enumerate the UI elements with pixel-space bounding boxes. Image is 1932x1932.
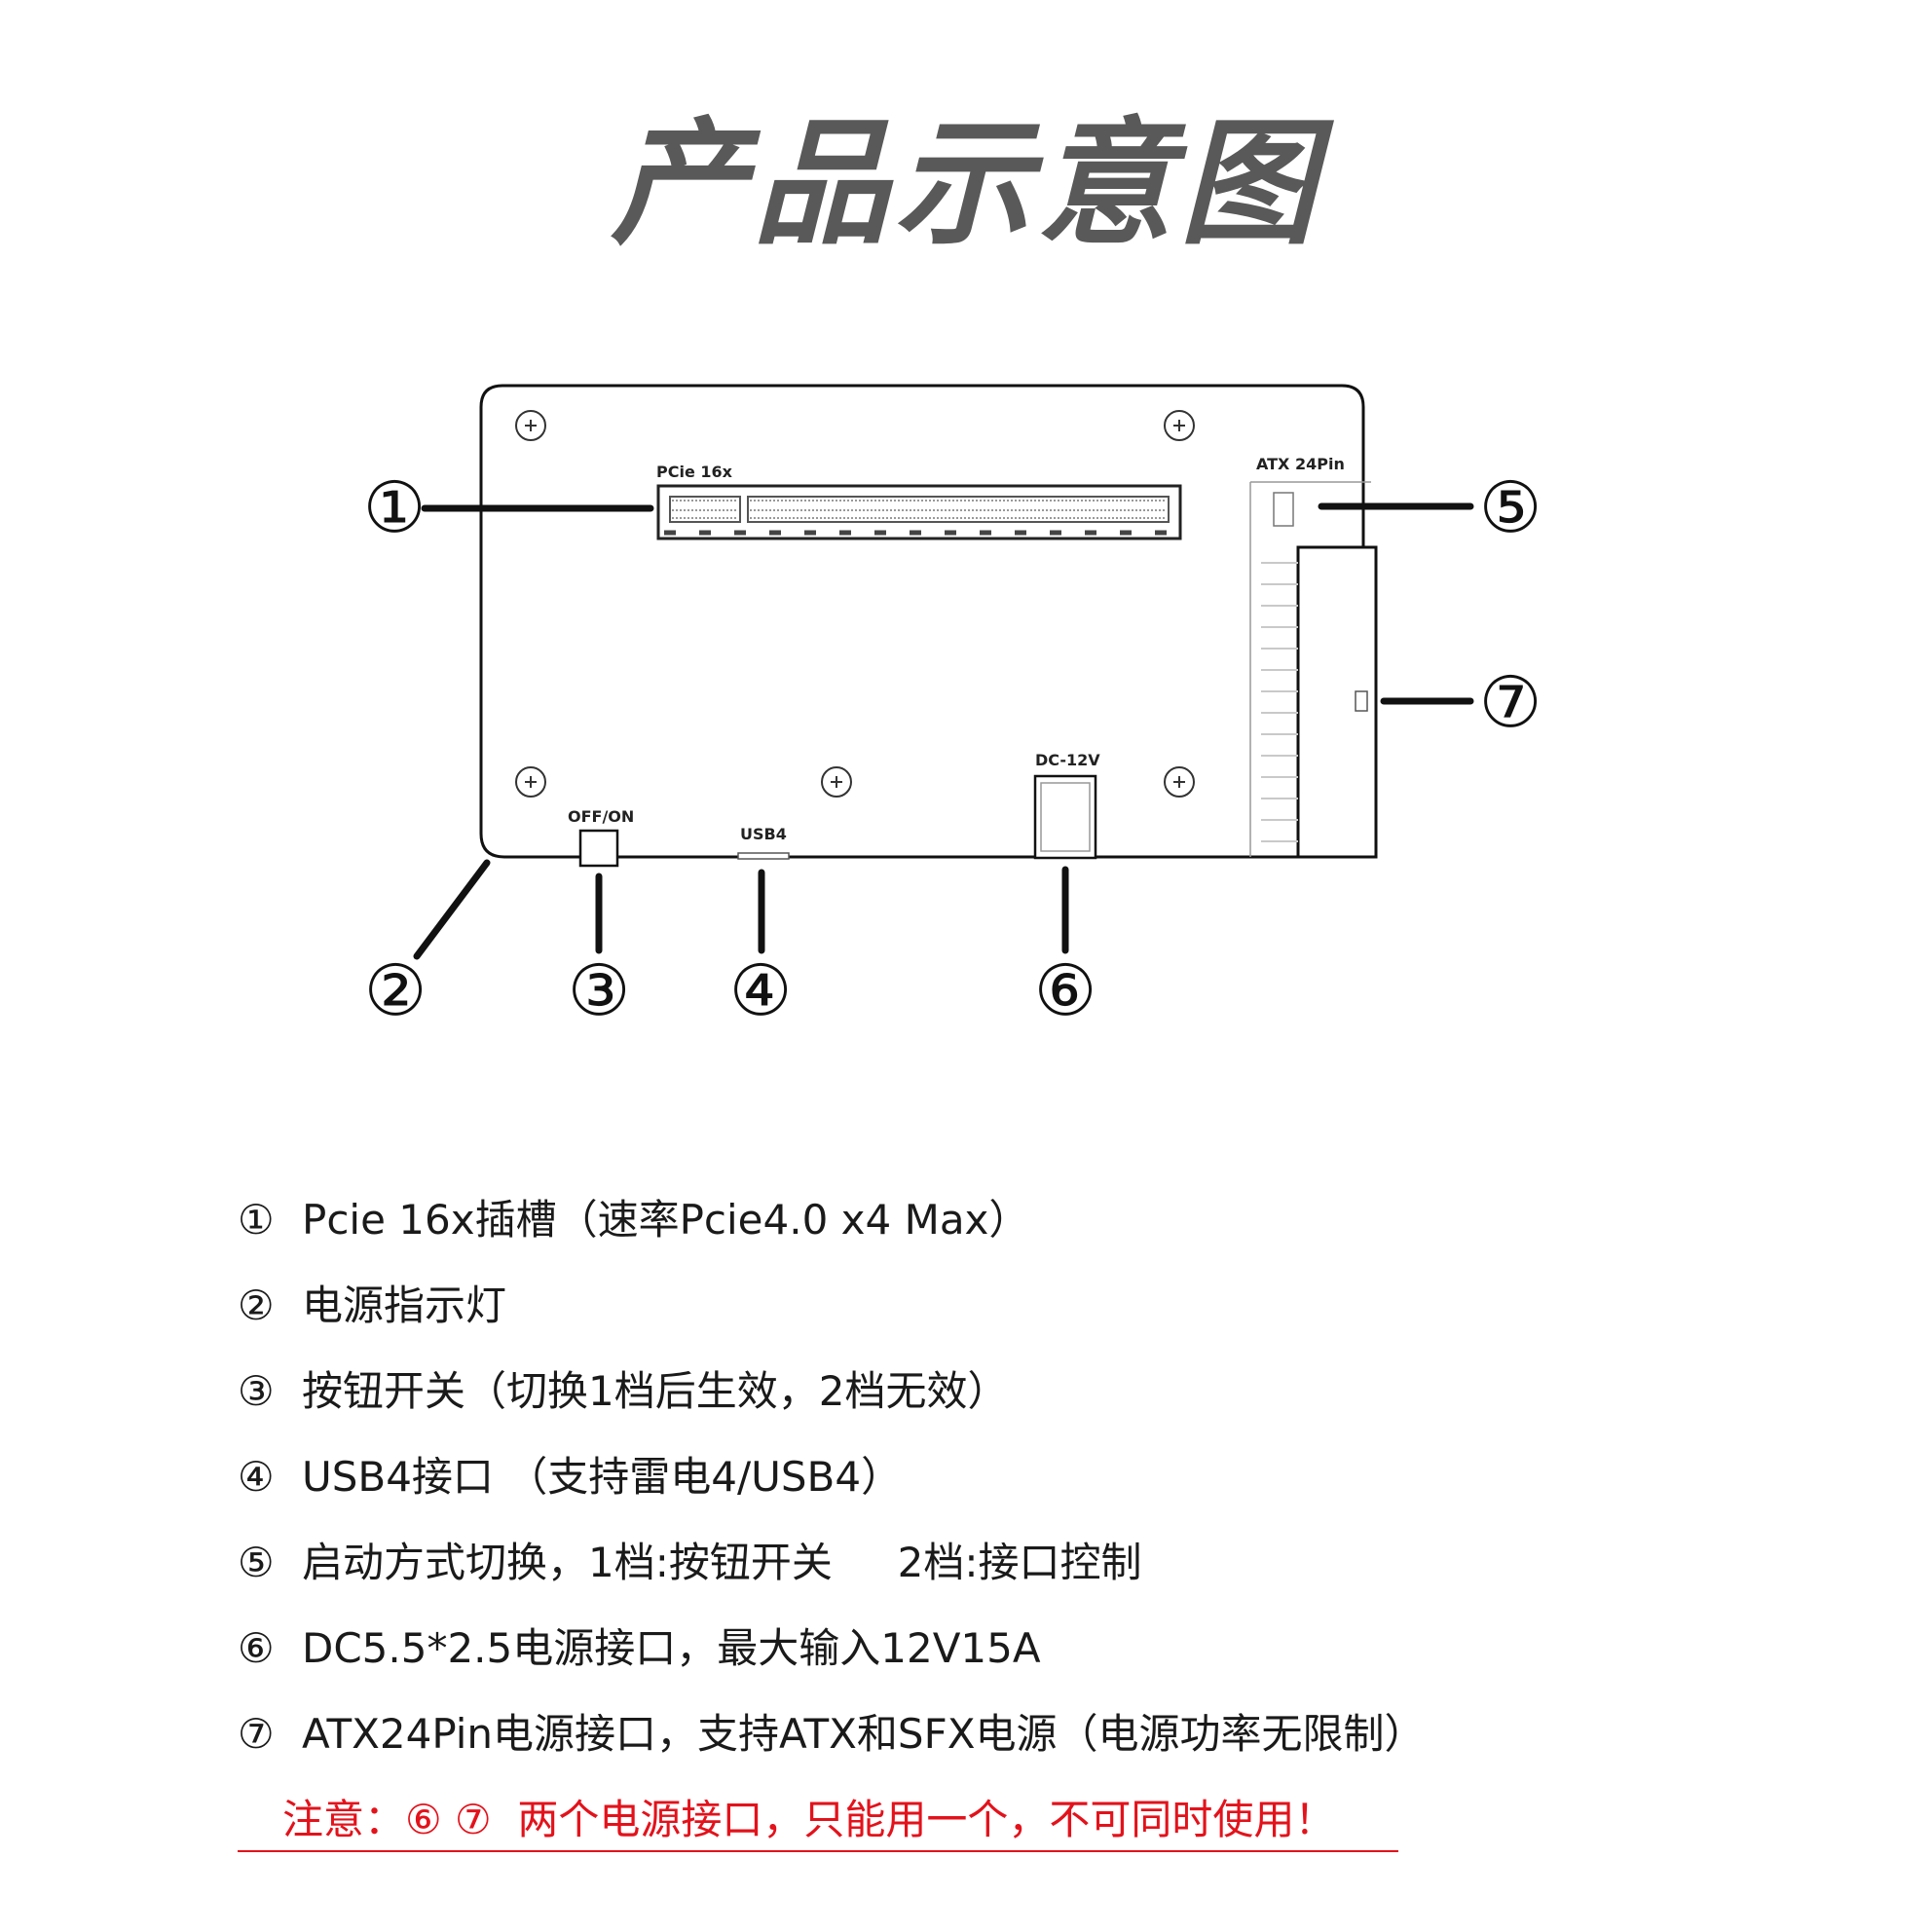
callout-5: ⑤: [1479, 466, 1542, 548]
legend-text: USB4接口 （支持雷电4/USB4）: [302, 1453, 903, 1501]
legend-item-2: ② 电源指示灯: [238, 1285, 506, 1326]
boot-mode-switch: [1273, 492, 1294, 527]
screw-hole-bottom-mid: [821, 766, 852, 798]
dc-jack: [1033, 774, 1097, 860]
power-button: [578, 829, 619, 868]
legend-text: Pcie 16x插槽（速率Pcie4.0 x4 Max）: [302, 1196, 1030, 1244]
board-outline: [479, 384, 1365, 859]
callout-7: ⑦: [1479, 661, 1542, 743]
pcie-label: PCie 16x: [656, 463, 733, 481]
warning-note: 注意：⑥ ⑦ 两个电源接口，只能用一个，不可同时使用！: [282, 1796, 1336, 1843]
legend-number: ④: [238, 1453, 275, 1501]
legend-number: ①: [238, 1196, 275, 1244]
dc-label: DC-12V: [1035, 751, 1100, 769]
switch-label: OFF/ON: [568, 807, 634, 826]
legend-number: ②: [238, 1282, 275, 1329]
legend-number: ⑥: [238, 1624, 275, 1672]
callout-2: ②: [364, 949, 427, 1031]
pcie-slot: [656, 484, 1182, 540]
legend-text: 电源指示灯: [302, 1282, 507, 1329]
warning-underline: [238, 1850, 1398, 1852]
legend-number: ⑦: [238, 1710, 275, 1758]
callout-3: ③: [568, 949, 631, 1031]
atx-label: ATX 24Pin: [1256, 455, 1345, 473]
legend-number: ⑤: [238, 1539, 275, 1586]
legend-text: 启动方式切换，1档:按钮开关 2档:接口控制: [302, 1539, 1142, 1586]
usb4-label: USB4: [740, 825, 787, 843]
usb4-port: [737, 852, 790, 860]
legend-number: ③: [238, 1367, 275, 1415]
screw-hole-top-right: [1164, 410, 1195, 441]
callout-4: ④: [729, 949, 793, 1031]
page-title: 产品示意图: [610, 105, 1321, 264]
atx-connector-area: [1249, 481, 1378, 859]
leader-line-2: [413, 859, 491, 960]
callout-6: ⑥: [1034, 949, 1097, 1031]
screw-hole-bottom-left: [515, 766, 546, 798]
legend-item-5: ⑤ 启动方式切换，1档:按钮开关 2档:接口控制: [238, 1542, 1142, 1583]
screw-hole-top-left: [515, 410, 546, 441]
legend-text: DC5.5*2.5电源接口，最大输入12V15A: [302, 1624, 1041, 1672]
callout-1: ①: [363, 466, 427, 548]
screw-holes: [515, 410, 1195, 798]
legend-text: ATX24Pin电源接口，支持ATX和SFX电源（电源功率无限制）: [302, 1710, 1426, 1758]
leader-lines: [413, 502, 1474, 960]
screw-hole-bottom-right: [1164, 766, 1195, 798]
legend-text: 按钮开关（切换1档后生效，2档无效）: [302, 1367, 1009, 1415]
